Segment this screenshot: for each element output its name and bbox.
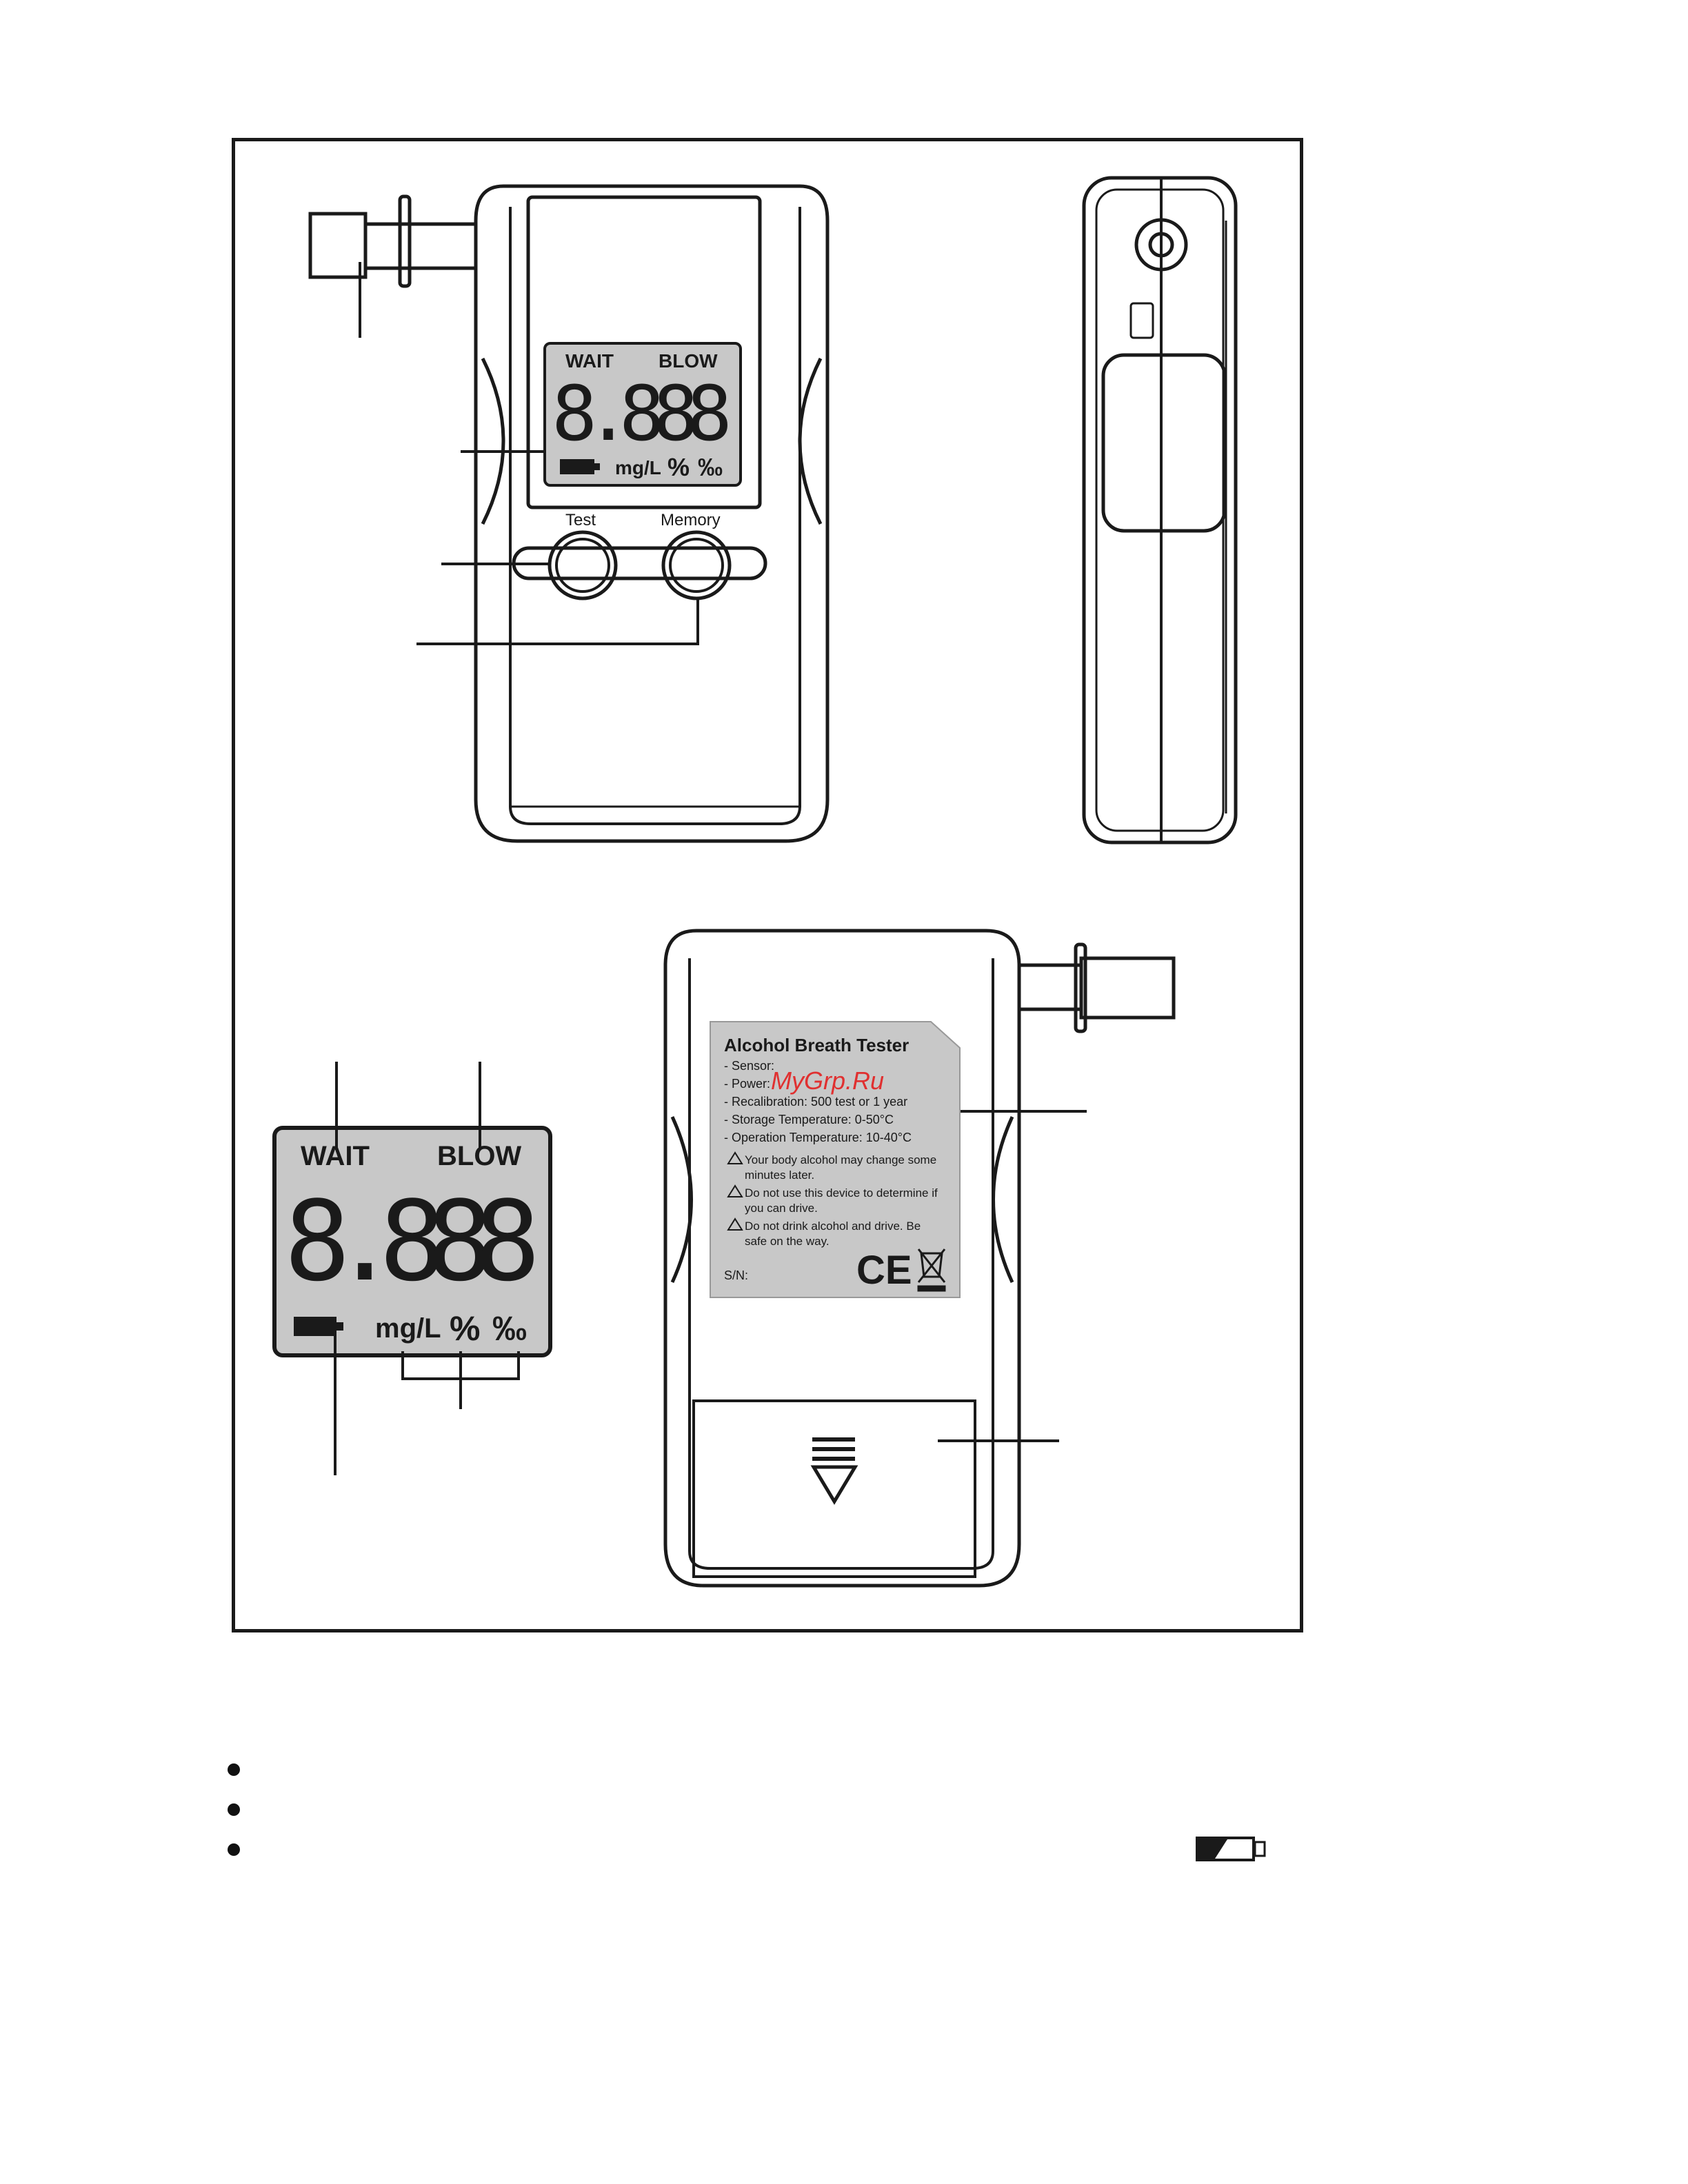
lcd-detail-battery-icon	[294, 1317, 336, 1336]
memory-button-label: Memory	[661, 511, 721, 529]
warning-2-line-1: Do not use this device to determine if	[745, 1186, 938, 1200]
battery-cover	[692, 1399, 976, 1578]
ce-mark: CE	[856, 1248, 912, 1293]
lcd-detail-wait: WAIT	[301, 1141, 370, 1171]
warning-icon	[727, 1217, 743, 1231]
serial-number-label: S/N:	[724, 1268, 748, 1282]
front-lcd-wait: WAIT	[565, 350, 614, 372]
front-lcd-pct: %	[667, 453, 690, 481]
bullet-2	[228, 1803, 240, 1816]
warning-1-line-2: minutes later.	[745, 1169, 814, 1182]
lcd-detail-digits: 8.888	[284, 1177, 541, 1306]
warning-2-line-2: you can drive.	[745, 1202, 818, 1215]
warning-icon	[727, 1184, 743, 1197]
label-spec-operation: - Operation Temperature: 10-40°C	[724, 1131, 912, 1144]
label-spec-sensor: - Sensor:	[724, 1059, 774, 1073]
label-spec-power: - Power:	[724, 1077, 770, 1091]
front-device	[308, 184, 830, 843]
watermark: MyGrp.Ru	[771, 1066, 884, 1095]
bullet-1	[228, 1763, 240, 1776]
side-device	[1082, 176, 1238, 845]
front-lcd-digits: 8.888	[552, 370, 732, 458]
front-lcd-blow: BLOW	[659, 350, 718, 372]
bullet-3	[228, 1843, 240, 1856]
battery-icon-inline	[1196, 1837, 1266, 1861]
warning-3-line-1: Do not drink alcohol and drive. Be	[745, 1220, 921, 1233]
label-spec-recalibration: - Recalibration: 500 test or 1 year	[724, 1095, 907, 1109]
test-button-ring	[547, 530, 618, 600]
lcd-detail-permille: ‰	[492, 1309, 527, 1348]
lcd-detail-mgl: mg/L	[375, 1313, 441, 1344]
back-label-sticker: Alcohol Breath Tester - Sensor: - Power:…	[710, 1021, 961, 1298]
warning-icon	[727, 1151, 743, 1164]
back-device	[663, 929, 1176, 1588]
front-lcd-mgl: mg/L	[615, 457, 661, 478]
mouthpiece-back	[1017, 942, 1176, 1033]
label-spec-storage: - Storage Temperature: 0-50°C	[724, 1113, 894, 1126]
warning-1-line-1: Your body alcohol may change some	[745, 1153, 936, 1166]
slide-arrow-icon	[810, 1465, 858, 1505]
lcd-detail-frame	[272, 1062, 552, 1475]
front-lcd-permille: ‰	[698, 453, 723, 481]
lcd-detail-pct: %	[450, 1309, 480, 1348]
front-battery-icon	[560, 459, 594, 474]
test-button-label: Test	[565, 511, 596, 529]
lcd-detail: WAIT BLOW 8.888 mg/L % ‰	[284, 1141, 541, 1348]
warning-3-line-2: safe on the way.	[745, 1235, 830, 1248]
front-lcd: WAIT BLOW 8.888 mg/L % ‰	[543, 342, 742, 487]
mouthpiece-front	[308, 194, 478, 288]
lcd-detail-blow: BLOW	[437, 1141, 521, 1171]
figure-frame	[232, 138, 1303, 1632]
memory-button-ring	[661, 530, 732, 600]
label-title: Alcohol Breath Tester	[724, 1035, 909, 1055]
weee-bin-icon	[917, 1248, 946, 1292]
